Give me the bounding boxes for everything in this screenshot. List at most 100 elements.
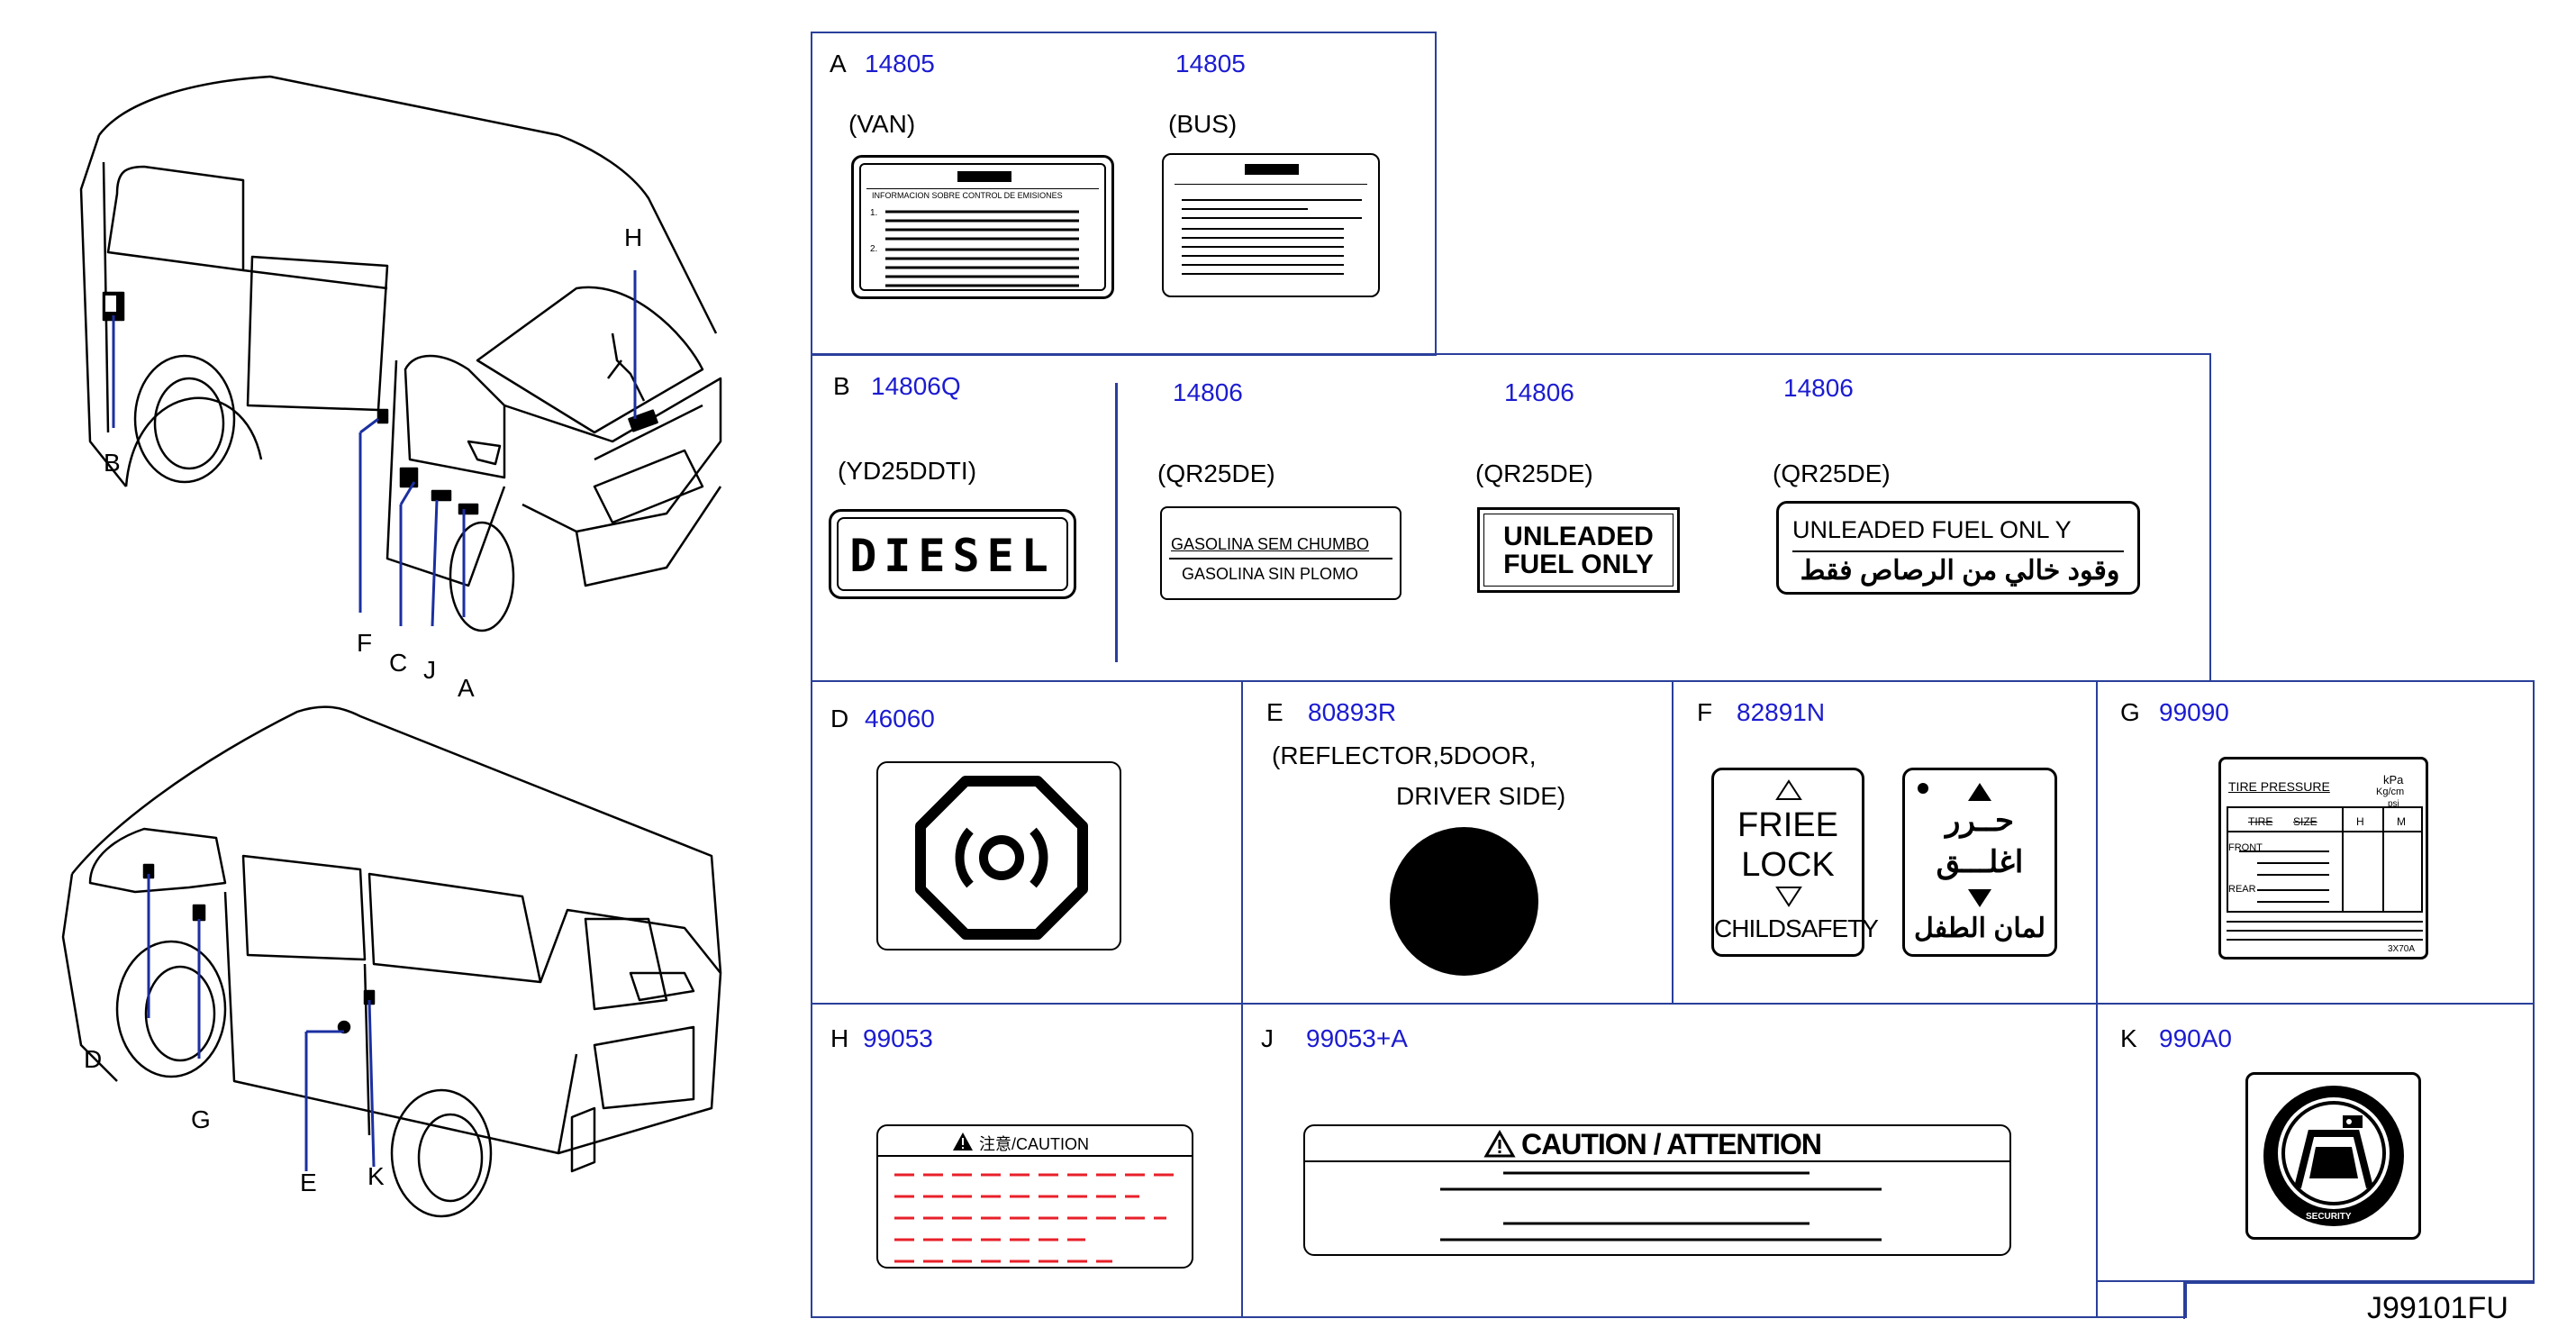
panel-b-sub-4: (QR25DE) <box>1773 459 1891 487</box>
panel-g-part: 99090 <box>2159 698 2229 726</box>
caution-attention-text: CAUTION / ATTENTION <box>1521 1128 1822 1160</box>
child-lock-english-label: FRIEE LOCK CHILDSAFETY <box>1711 768 1879 957</box>
warning-icon <box>953 1132 973 1151</box>
panel-b-part-1: 14806Q <box>871 372 961 400</box>
tire-pressure-label: TIRE PRESSURE kPa Kg/cm psi TIRE SIZE H … <box>2218 757 2428 960</box>
emission-label-brand <box>957 171 1011 182</box>
brake-warning-label <box>876 761 1121 950</box>
van-front-illustration <box>79 75 722 632</box>
tire-unit-kpa: kPa <box>2383 773 2404 787</box>
callout-k: K <box>367 1162 385 1190</box>
panel-b-letter: B <box>833 372 850 400</box>
panel-b-part-2: 14806 <box>1173 378 1243 406</box>
panel-j-letter: J <box>1261 1024 1274 1052</box>
panel-e-part: 80893R <box>1308 698 1397 726</box>
lock-arrow-ar-icon <box>1968 889 1991 907</box>
free-arrow-ar-icon <box>1968 783 1991 801</box>
callout-g: G <box>191 1105 211 1133</box>
child-lock-lock: LOCK <box>1741 846 1835 884</box>
child-lock-ar-safety: لمان الطفل <box>1914 914 2045 943</box>
security-icon <box>2263 1086 2404 1226</box>
panel-a-bus: (BUS) <box>1168 110 1238 138</box>
security-label <box>2245 1072 2421 1240</box>
diagram-code: J99101FU <box>2367 1291 2508 1325</box>
panel-k-notch <box>2095 1281 2535 1319</box>
tire-row-rear: REAR <box>2228 884 2256 895</box>
panel-a-part-2: 14805 <box>1175 50 1246 77</box>
gasolina-label: GASOLINA SEM CHUMBO GASOLINA SIN PLOMO <box>1160 506 1401 600</box>
brake-icon <box>915 776 1088 940</box>
panel-b-part-3: 14806 <box>1504 378 1574 406</box>
emission-label-bus <box>1162 153 1380 297</box>
tire-unit-kgcm: Kg/cm <box>2376 787 2405 797</box>
child-lock-ar-lock: اغلـــق <box>1936 845 2024 879</box>
callout-h: H <box>624 223 643 251</box>
panel-a-van: (VAN) <box>848 110 916 138</box>
diesel-text: DIESEL <box>849 530 1056 582</box>
tire-col-h: H <box>2356 815 2364 828</box>
gasolina-line-2: GASOLINA SIN PLOMO <box>1182 565 1359 583</box>
panel-a-part-1: 14805 <box>865 50 935 77</box>
lock-arrow-icon <box>1775 887 1802 907</box>
panel-k-part: 990A0 <box>2159 1024 2232 1052</box>
child-lock-arabic-label: حــرر اغلـــق لمان الطفل <box>1902 768 2057 957</box>
child-lock-ar-free: حــرر <box>1945 804 2015 838</box>
panel-d-letter: D <box>830 705 849 732</box>
panel-f-part: 82891N <box>1737 698 1826 726</box>
emission-label-heading: INFORMACION SOBRE CONTROL DE EMISIONES <box>872 191 1063 200</box>
emission-item-2: 2. <box>870 244 878 254</box>
unleaded-fuel-line-2: FUEL ONLY <box>1503 550 1654 579</box>
emission-label-van: INFORMACION SOBRE CONTROL DE EMISIONES 1… <box>851 155 1114 299</box>
security-text: SECURITY <box>2306 1212 2352 1222</box>
panel-k <box>2096 1003 2535 1282</box>
panel-a-letter: A <box>830 50 847 77</box>
tire-col-tire: TIRE <box>2248 815 2273 828</box>
van-rear-illustration <box>61 705 722 1218</box>
panel-b-divider <box>1115 383 1118 662</box>
callout-b: B <box>104 449 121 477</box>
panel-k-letter: K <box>2120 1024 2137 1052</box>
panel-d-part: 46060 <box>865 705 935 732</box>
panel-b-sub-2: (QR25DE) <box>1157 459 1275 487</box>
caution-jp-lines <box>894 1173 1175 1263</box>
free-arrow-icon <box>1775 779 1802 800</box>
warning-icon-j <box>1483 1129 1516 1158</box>
panel-h-letter: H <box>830 1024 849 1052</box>
callout-e: E <box>300 1169 317 1196</box>
tire-col-size: SIZE <box>2293 815 2317 828</box>
callout-f: F <box>357 629 373 657</box>
panel-e-desc-1: (REFLECTOR,5DOOR, <box>1272 741 1537 769</box>
diesel-label: DIESEL <box>829 509 1076 599</box>
gasolina-line-1: GASOLINA SEM CHUMBO <box>1171 535 1370 553</box>
tire-col-m: M <box>2397 815 2406 828</box>
unleaded-arabic-label: UNLEADED FUEL ONL Y وقود خالي من الرصاص … <box>1776 501 2140 595</box>
callout-c: C <box>389 649 408 677</box>
panel-g-letter: G <box>2120 698 2140 726</box>
emission-item-1: 1. <box>870 208 878 218</box>
callout-j: J <box>423 656 436 684</box>
panel-b-part-4: 14806 <box>1783 374 1854 402</box>
panel-b-sub-1: (YD25DDTI) <box>838 457 977 485</box>
reflector-dot <box>1390 827 1538 976</box>
panel-e-desc-2: DRIVER SIDE) <box>1396 782 1566 810</box>
callout-d: D <box>84 1045 103 1073</box>
caution-jp-text: 注意/CAUTION <box>979 1135 1090 1153</box>
tire-table-lines <box>2227 806 2423 941</box>
child-lock-free: FRIEE <box>1737 806 1838 844</box>
panel-e-letter: E <box>1266 698 1283 726</box>
panel-f-letter: F <box>1697 698 1713 726</box>
caution-attention-lines <box>1440 1171 1882 1242</box>
tire-pressure-heading: TIRE PRESSURE <box>2228 779 2330 794</box>
tire-unit-psi: psi <box>2388 799 2399 809</box>
unleaded-fuel-label: UNLEADED FUEL ONLY <box>1477 507 1680 593</box>
unleaded-arabic-line: وقود خالي من الرصاص فقط <box>1800 556 2120 586</box>
caution-label-jp: 注意/CAUTION <box>876 1124 1193 1269</box>
caution-attention-label: CAUTION / ATTENTION <box>1303 1124 2011 1256</box>
tire-row-front: FRONT <box>2228 842 2263 853</box>
panel-j-part: 99053+A <box>1306 1024 1408 1052</box>
panel-a <box>811 32 1437 356</box>
unleaded-fuel-line-1: UNLEADED <box>1503 522 1654 551</box>
unleaded-english-line: UNLEADED FUEL ONL Y <box>1792 516 2072 543</box>
panel-b-sub-3: (QR25DE) <box>1475 459 1593 487</box>
child-lock-childsafety: CHILDSAFETY <box>1714 914 1879 942</box>
